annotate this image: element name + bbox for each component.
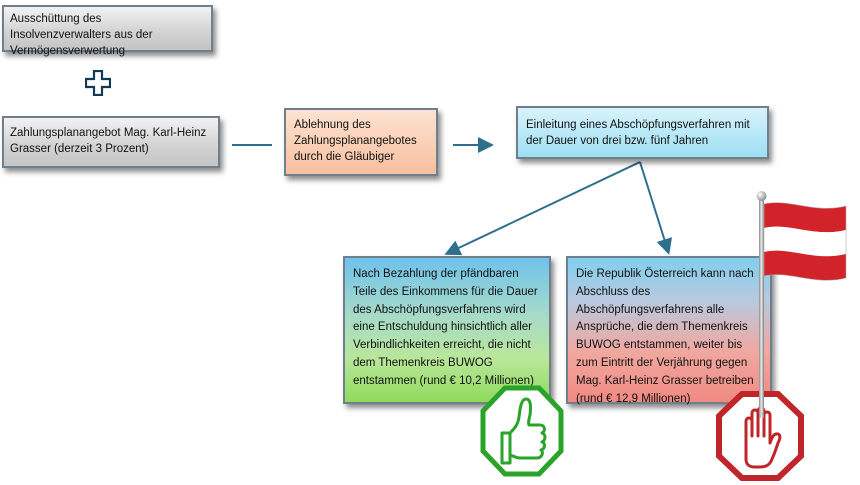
box-ausschuettung-text: Ausschüttung des Insolvenzverwalters aus…: [10, 13, 153, 57]
thumbs-up-icon: [480, 385, 564, 477]
box-ablehnung-text: Ablehnung des Zahlungsplanangebotes durc…: [294, 119, 417, 163]
box-zahlungsplanangebot-text: Zahlungsplanangebot Mag. Karl-Heinz Gras…: [10, 127, 207, 155]
arrow-procedure-to-discharge: [444, 161, 641, 256]
box-republik-text: Die Republik Österreich kann nach Abschl…: [576, 268, 754, 405]
box-entschuldung-text: Nach Bezahlung der pfändbaren Teile des …: [353, 268, 538, 387]
austria-flag-icon: [756, 191, 847, 418]
box-ablehnung: Ablehnung des Zahlungsplanangebotes durc…: [284, 108, 438, 176]
arrow-procedure-to-republic: [639, 161, 673, 255]
box-entschuldung: Nach Bezahlung der pfändbaren Teile des …: [343, 256, 551, 404]
box-einleitung: Einleitung eines Abschöpfungsverfahren m…: [516, 106, 769, 159]
box-zahlungsplanangebot: Zahlungsplanangebot Mag. Karl-Heinz Gras…: [2, 116, 220, 168]
box-einleitung-text: Einleitung eines Abschöpfungsverfahren m…: [526, 119, 750, 147]
box-ausschuettung: Ausschüttung des Insolvenzverwalters aus…: [2, 5, 213, 57]
stop-hand-icon: [716, 391, 804, 481]
plus-icon: [85, 70, 111, 96]
box-republik: Die Republik Österreich kann nach Abschl…: [566, 256, 772, 405]
